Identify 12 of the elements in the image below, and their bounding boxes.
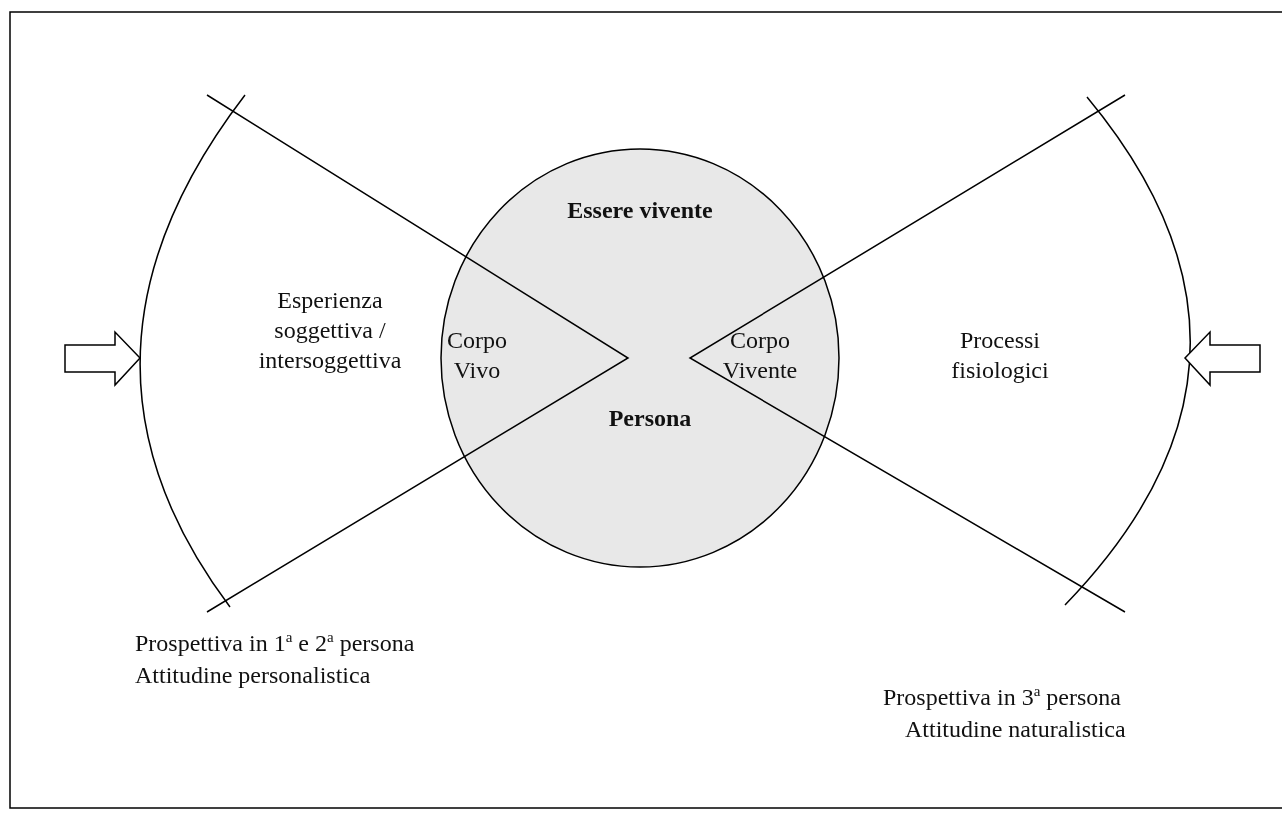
region-label: Corpo Vivente: [721, 326, 799, 385]
body-text: Processi fisiologici: [950, 326, 1050, 385]
caption-text: Prospettiva in 3$^{a}$ persona: [883, 682, 1121, 712]
block-arrow: [1183, 330, 1261, 387]
caption-text: Attitudine personalistica: [135, 661, 371, 690]
heading: Essere vivente: [566, 196, 714, 225]
body-text: Esperienza soggettiva / intersoggettiva: [257, 286, 403, 375]
caption-text: Attitudine naturalistica: [905, 715, 1126, 744]
block-arrow: [64, 330, 142, 387]
region-label: Corpo Vivo: [447, 326, 507, 385]
heading: Persona: [607, 404, 693, 433]
caption-text: Prospettiva in 1$^{a}$ e 2$^{a}$ persona: [135, 628, 415, 658]
